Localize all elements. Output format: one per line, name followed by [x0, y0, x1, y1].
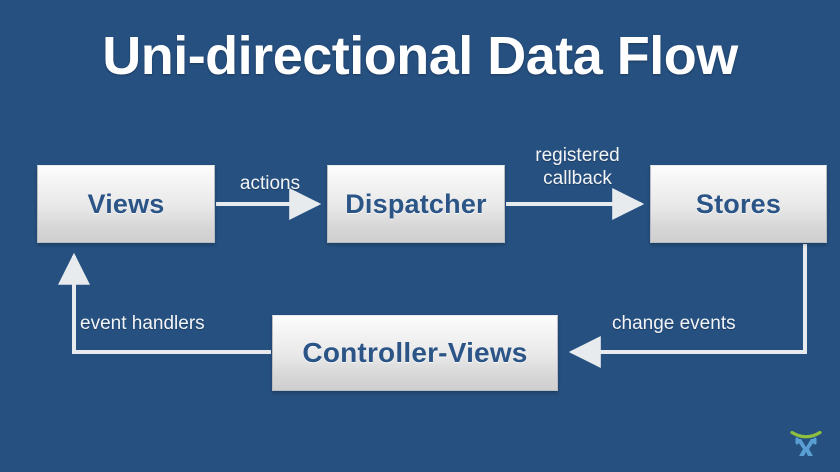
- edge-label-registered-callback: registered callback: [535, 145, 620, 189]
- exercism-logo-icon: [790, 430, 822, 456]
- edge-controller-to-views: [58, 252, 271, 354]
- edge-label-actions: actions: [239, 173, 301, 194]
- node-stores[interactable]: Stores: [650, 165, 827, 243]
- node-views[interactable]: Views: [37, 165, 215, 243]
- page-title: Uni-directional Data Flow: [102, 26, 738, 86]
- edge-label-change-events: change events: [612, 313, 736, 334]
- node-controller-views[interactable]: Controller-Views: [272, 315, 558, 391]
- node-dispatcher[interactable]: Dispatcher: [327, 165, 505, 243]
- edge-label-event-handlers: event handlers: [80, 313, 205, 334]
- edge-stores-to-controller: [568, 244, 807, 368]
